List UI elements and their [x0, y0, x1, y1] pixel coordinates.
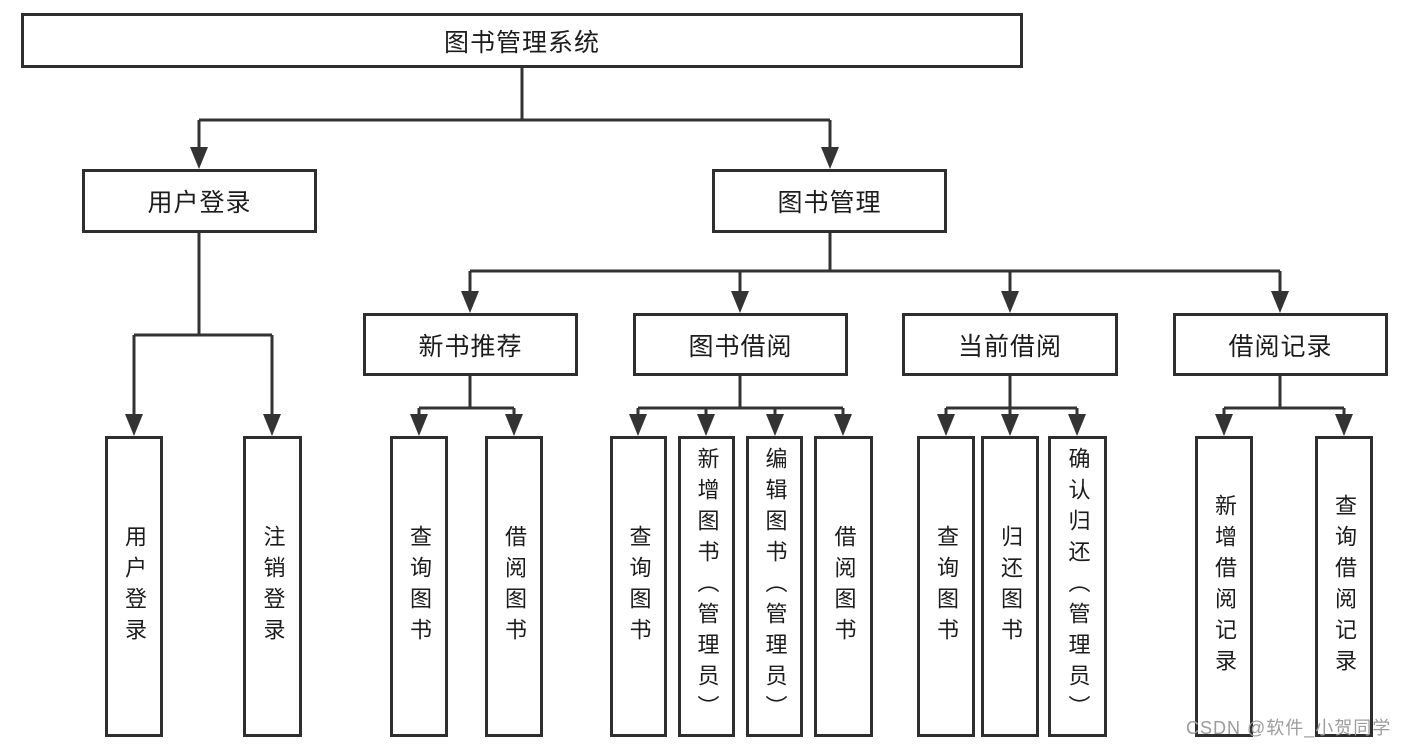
arrow-icon — [697, 414, 715, 436]
node-new-book-recommend: 新书推荐 — [363, 313, 578, 376]
leaf-br-query-record: 查询借阅记录 — [1315, 436, 1373, 737]
leaf-label: 新增借阅记录 — [1212, 493, 1237, 680]
arrow-icon — [937, 414, 955, 436]
leaf-nb-borrow-books: 借阅图书 — [485, 436, 543, 737]
leaf-bb-edit-books-admin: 编辑图书（管理员） — [746, 436, 803, 737]
arrowheads — [125, 147, 1353, 436]
arrow-icon — [1335, 414, 1353, 436]
leaf-label: 编辑图书（管理员） — [762, 447, 788, 726]
leaf-label: 查询图书 — [407, 524, 432, 649]
arrow-icon — [1271, 291, 1289, 313]
arrow-icon — [821, 147, 839, 169]
leaf-cb-confirm-return-admin: 确认归还（管理员） — [1048, 436, 1107, 737]
csdn-watermark: CSDN @软件_小贺同学 — [1186, 718, 1392, 738]
leaf-label: 查询图书 — [934, 524, 959, 649]
connector-path — [132, 68, 1346, 418]
leaf-bb-add-books-admin: 新增图书（管理员） — [678, 436, 735, 737]
arrow-icon — [461, 291, 479, 313]
leaf-label: 查询借阅记录 — [1332, 493, 1357, 680]
node-current-borrow: 当前借阅 — [902, 313, 1118, 376]
node-user-login: 用户登录 — [82, 169, 317, 233]
arrow-icon — [1215, 414, 1233, 436]
leaf-logout: 注销登录 — [243, 436, 302, 737]
arrow-icon — [410, 414, 428, 436]
leaf-nb-query-books: 查询图书 — [390, 436, 448, 737]
arrow-icon — [766, 414, 784, 436]
leaf-user-login: 用户登录 — [105, 436, 163, 737]
leaf-label: 查询图书 — [626, 524, 652, 649]
leaf-label: 注销登录 — [260, 524, 286, 649]
leaf-cb-return-books: 归还图书 — [981, 436, 1039, 737]
node-book-management: 图书管理 — [712, 169, 947, 233]
node-library-system: 图书管理系统 — [21, 13, 1023, 68]
leaf-label: 确认归还（管理员） — [1065, 447, 1091, 726]
arrow-icon — [834, 414, 852, 436]
arrow-icon — [731, 291, 749, 313]
arrow-icon — [1001, 414, 1019, 436]
leaf-bb-query-books: 查询图书 — [610, 436, 667, 737]
node-book-borrow: 图书借阅 — [633, 313, 848, 376]
leaf-label: 借阅图书 — [502, 524, 527, 649]
arrow-icon — [190, 147, 208, 169]
leaf-label: 借阅图书 — [831, 524, 857, 649]
arrow-icon — [505, 414, 523, 436]
arrow-icon — [629, 414, 647, 436]
leaf-br-add-record: 新增借阅记录 — [1195, 436, 1253, 737]
arrow-icon — [1001, 291, 1019, 313]
arrow-icon — [125, 414, 143, 436]
leaf-label: 新增图书（管理员） — [694, 447, 720, 726]
arrow-icon — [263, 414, 281, 436]
arrow-icon — [1068, 414, 1086, 436]
leaf-label: 归还图书 — [998, 524, 1023, 649]
leaf-cb-query-books: 查询图书 — [917, 436, 975, 737]
leaf-label: 用户登录 — [122, 524, 147, 649]
node-borrow-records: 借阅记录 — [1173, 313, 1388, 376]
leaf-bb-borrow-books: 借阅图书 — [814, 436, 873, 737]
